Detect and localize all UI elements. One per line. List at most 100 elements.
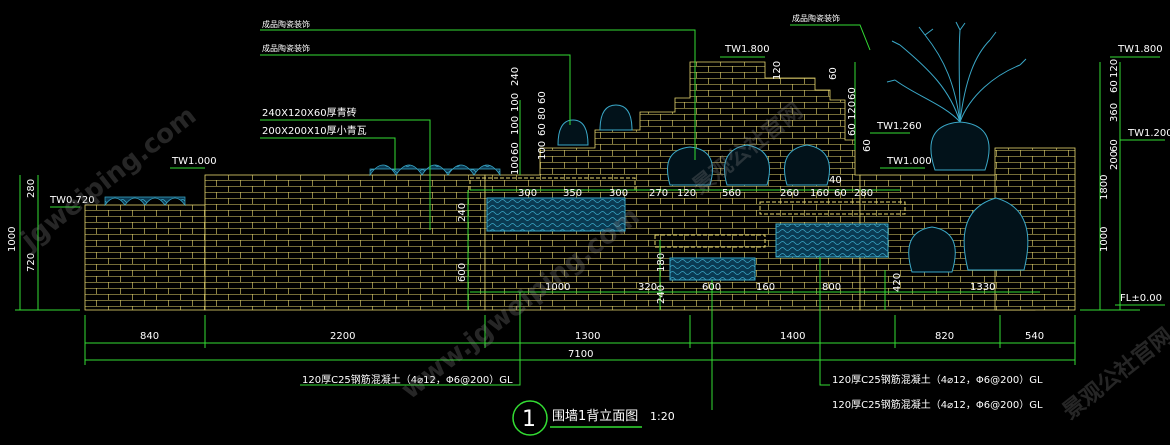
dim-2200: 2200 xyxy=(330,331,355,342)
dim-op-60: 60 xyxy=(834,188,847,199)
dim-left-280: 280 xyxy=(26,179,37,198)
dim-right-200: 200 xyxy=(1109,151,1120,170)
dimension-lines xyxy=(15,62,1140,365)
note-concrete-2: 120厚C25钢筋混凝土（4⌀12，Φ6@200）GL xyxy=(832,373,1043,386)
note-concrete-3: 120厚C25钢筋混凝土（4⌀12，Φ6@200）GL xyxy=(832,398,1043,411)
callout-ceramic-2: 成品陶瓷装饰 xyxy=(262,43,310,53)
right-dimensions: 120 60 360 60 200 1800 1000 xyxy=(1099,59,1120,252)
dim-mid-60c: 60 xyxy=(510,142,521,155)
dim-op-40: 40 xyxy=(829,175,842,186)
wall-low-left xyxy=(84,204,206,311)
dim-mid-80: 80 xyxy=(537,107,548,120)
branch-decoration xyxy=(886,21,1027,123)
dim-ob-420: 420 xyxy=(892,273,903,292)
dim-ob-320: 320 xyxy=(638,282,657,293)
dim-1300: 1300 xyxy=(575,331,600,342)
vase-small-2 xyxy=(599,104,633,131)
callout-labels: 成品陶瓷装饰 成品陶瓷装饰 成品陶瓷装饰 240X120X60厚青砖 200X2… xyxy=(262,13,840,137)
elev-fl000: FL±0.00 xyxy=(1120,293,1162,304)
vase-small-1 xyxy=(557,119,589,146)
dim-right-60b: 60 xyxy=(1109,139,1120,152)
dim-step-60a: 60 xyxy=(828,67,839,80)
dim-step-60b: 60 xyxy=(847,87,858,100)
dim-540: 540 xyxy=(1025,331,1044,342)
dim-ob-800: 800 xyxy=(822,282,841,293)
vase-floor-1 xyxy=(908,226,956,273)
dim-mid-60b: 60 xyxy=(537,123,548,136)
opening-vertical-dimensions: 240 600 180 240 xyxy=(457,203,667,304)
dim-op-300b: 300 xyxy=(609,188,628,199)
openings xyxy=(469,177,906,281)
dim-step-120b: 120 xyxy=(847,101,858,120)
vase-mid-3 xyxy=(784,144,830,186)
construction-notes: 120厚C25钢筋混凝土（4⌀12，Φ6@200）GL 120厚C25钢筋混凝土… xyxy=(302,373,1043,411)
dim-840: 840 xyxy=(140,331,159,342)
dim-left-1000: 1000 xyxy=(7,227,18,252)
callout-brick: 240X120X60厚青砖 xyxy=(262,106,357,119)
dim-mid-240: 240 xyxy=(510,67,521,86)
opening-panel-2 xyxy=(775,223,889,258)
dim-ov-180: 180 xyxy=(656,253,667,272)
dim-7100: 7100 xyxy=(568,349,593,360)
dim-ov-600: 600 xyxy=(457,263,468,282)
roof-tiles xyxy=(104,164,501,207)
ceramic-ornaments xyxy=(557,104,1029,273)
opening-top-dimensions: 300 350 300 270 120 560 260 160 60 280 4… xyxy=(518,175,873,199)
opening-panel-3 xyxy=(669,257,756,281)
title-scale: 1:20 xyxy=(650,410,675,423)
dim-right-60a: 60 xyxy=(1109,80,1120,93)
bottom-dimensions: 840 2200 1300 1400 820 540 7100 xyxy=(140,331,1044,360)
dim-step-60c: 60 xyxy=(847,123,858,136)
dim-ob-1330: 1330 xyxy=(970,282,995,293)
dim-op-350: 350 xyxy=(563,188,582,199)
vase-large xyxy=(930,121,990,171)
dim-op-280: 280 xyxy=(854,188,873,199)
dim-step-60d: 60 xyxy=(862,139,873,152)
dim-ob-1000: 1000 xyxy=(545,282,570,293)
dim-op-560: 560 xyxy=(722,188,741,199)
dim-op-120: 120 xyxy=(677,188,696,199)
step-dimensions: 120 60 60 120 60 60 xyxy=(772,61,873,152)
callout-ceramic-3: 成品陶瓷装饰 xyxy=(792,13,840,23)
mid-vertical-dimensions: 240 100 60 80 100 60 100 60 100 xyxy=(510,67,548,175)
dim-1400: 1400 xyxy=(780,331,805,342)
elev-tw1800r: TW1.800 xyxy=(1117,44,1163,55)
vase-mid-1 xyxy=(667,146,713,186)
opening-bottom-dimensions: 1000 320 600 160 800 420 1330 xyxy=(545,273,995,293)
wall-mid xyxy=(204,174,486,311)
dim-right-360: 360 xyxy=(1109,103,1120,122)
left-dimensions: 280 720 1000 xyxy=(7,179,37,272)
dim-mid-100a: 100 xyxy=(510,93,521,112)
elev-tw0720: TW0.720 xyxy=(49,195,95,206)
vase-mid-2 xyxy=(724,144,770,186)
dashed-beam-2 xyxy=(759,201,906,215)
title-text: 围墙1背立面图 xyxy=(552,409,638,424)
dim-mid-60a: 60 xyxy=(537,91,548,104)
elevation-markers xyxy=(50,56,1165,306)
dim-820: 820 xyxy=(935,331,954,342)
dim-ob-160: 160 xyxy=(756,282,775,293)
dashed-beam-3 xyxy=(654,234,766,248)
leader-lines xyxy=(260,24,871,410)
note-concrete-1: 120厚C25钢筋混凝土（4⌀12，Φ6@200）GL xyxy=(302,373,513,386)
title-number: 1 xyxy=(522,407,536,432)
elev-tw1200: TW1.200 xyxy=(1127,128,1170,139)
dim-mid-100c: 100 xyxy=(537,141,548,160)
drawing-title: 1 围墙1背立面图 1:20 xyxy=(512,400,675,436)
opening-panel-1 xyxy=(486,197,626,232)
elev-tw1000a: TW1.000 xyxy=(171,156,217,167)
dim-right-120: 120 xyxy=(1109,59,1120,78)
callout-ceramic-1: 成品陶瓷装饰 xyxy=(262,19,310,29)
dim-mid-100d: 100 xyxy=(510,156,521,175)
dim-right-1800: 1800 xyxy=(1099,175,1110,200)
dim-op-300a: 300 xyxy=(518,188,537,199)
dim-op-270: 270 xyxy=(649,188,668,199)
elev-tw1800: TW1.800 xyxy=(724,44,770,55)
elev-tw1260: TW1.260 xyxy=(876,121,922,132)
dim-op-160: 160 xyxy=(810,188,829,199)
dim-ov-240b: 240 xyxy=(656,285,667,304)
elevation-labels: TW0.720 TW1.000 TW1.800 TW1.260 TW1.000 … xyxy=(49,44,1170,304)
dim-mid-100b: 100 xyxy=(510,116,521,135)
vase-floor-2 xyxy=(963,197,1029,271)
